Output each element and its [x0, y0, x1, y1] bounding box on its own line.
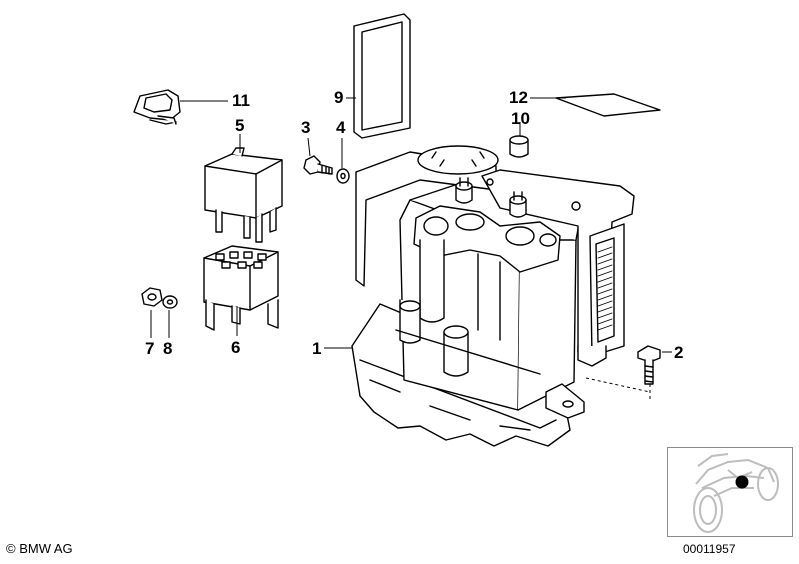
part-1-abs-unit	[351, 145, 635, 447]
callout-8: 8	[163, 339, 173, 358]
part-9-gasket	[353, 13, 411, 139]
callout-9: 9	[334, 88, 344, 107]
callout-11: 11	[232, 91, 250, 110]
dashed-guides	[585, 377, 651, 400]
part-3-screw	[303, 155, 333, 175]
callout-1: 1	[312, 339, 322, 358]
part-6-socket	[203, 245, 279, 331]
part-4-washer	[336, 168, 350, 184]
callout-5: 5	[235, 116, 245, 135]
motorcycle-icon	[693, 453, 779, 533]
part-2-bolt	[637, 345, 661, 385]
vehicle-thumbnail	[667, 447, 793, 537]
leader-lines	[150, 97, 672, 353]
callout-3: 3	[301, 118, 311, 137]
copyright-label: © BMW AG	[6, 541, 73, 556]
part-7-nut	[141, 287, 163, 307]
image-number: 00011957	[683, 542, 736, 556]
callout-10: 10	[511, 109, 530, 128]
part-12-pad	[555, 93, 661, 117]
part-11-clip	[133, 89, 181, 125]
callout-4: 4	[336, 118, 346, 137]
part-5-relay	[204, 147, 283, 243]
callout-6: 6	[231, 338, 241, 357]
part-8-washer	[162, 295, 178, 309]
callout-7: 7	[145, 339, 155, 358]
callout-12: 12	[509, 88, 528, 107]
callout-2: 2	[674, 343, 684, 362]
part-10-cap	[509, 135, 529, 158]
